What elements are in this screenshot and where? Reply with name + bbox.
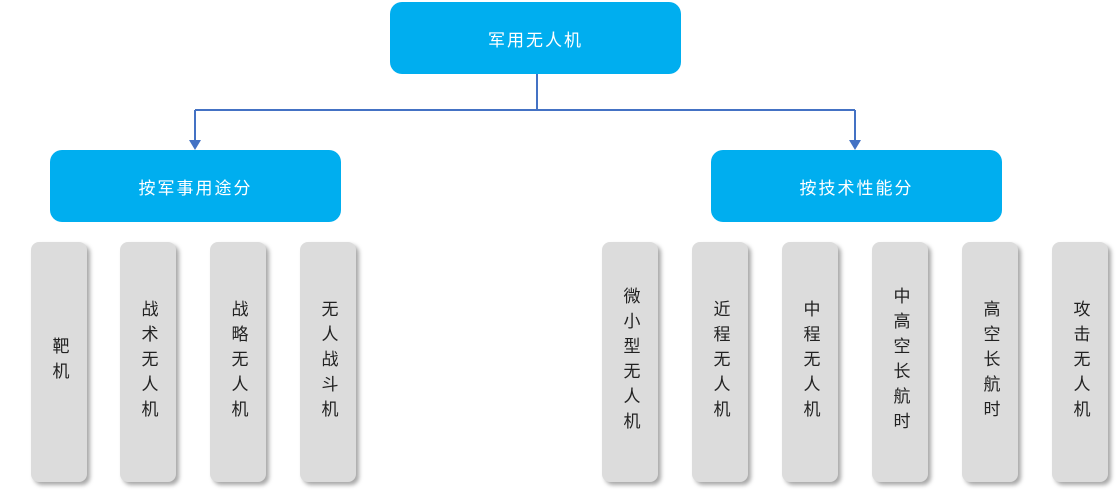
leaf-node: 中高空长航时 [872,242,928,482]
leaf-node: 战术无人机 [120,242,176,482]
leaf-node-label: 中高空长航时 [889,287,910,437]
leaf-node-label: 高空长航时 [979,299,1000,425]
group-node-label: 按技术性能分 [799,178,914,199]
leaf-node: 靶机 [31,242,87,482]
leaf-node: 攻击无人机 [1052,242,1108,482]
leaf-node-label: 无人战斗机 [317,299,338,425]
root-node-label: 军用无人机 [488,30,583,51]
leaf-node: 中程无人机 [782,242,838,482]
leaf-node: 高空长航时 [962,242,1018,482]
leaf-node-label: 战略无人机 [227,299,248,425]
group-node-technical-performance: 按技术性能分 [711,150,1002,222]
leaf-node: 微小型无人机 [602,242,658,482]
leaf-node: 近程无人机 [692,242,748,482]
leaf-node-label: 靶机 [48,337,69,387]
left-arrowhead [189,140,201,150]
leaf-node: 无人战斗机 [300,242,356,482]
right-arrowhead [849,140,861,150]
leaf-node-label: 近程无人机 [709,299,730,425]
leaf-node-label: 战术无人机 [137,299,158,425]
leaf-node-label: 中程无人机 [799,299,820,425]
leaf-node-label: 微小型无人机 [619,287,640,437]
leaf-node: 战略无人机 [210,242,266,482]
group-node-label: 按军事用途分 [138,178,253,199]
group-node-military-use: 按军事用途分 [50,150,341,222]
root-node: 军用无人机 [390,2,681,74]
leaf-node-label: 攻击无人机 [1069,299,1090,425]
